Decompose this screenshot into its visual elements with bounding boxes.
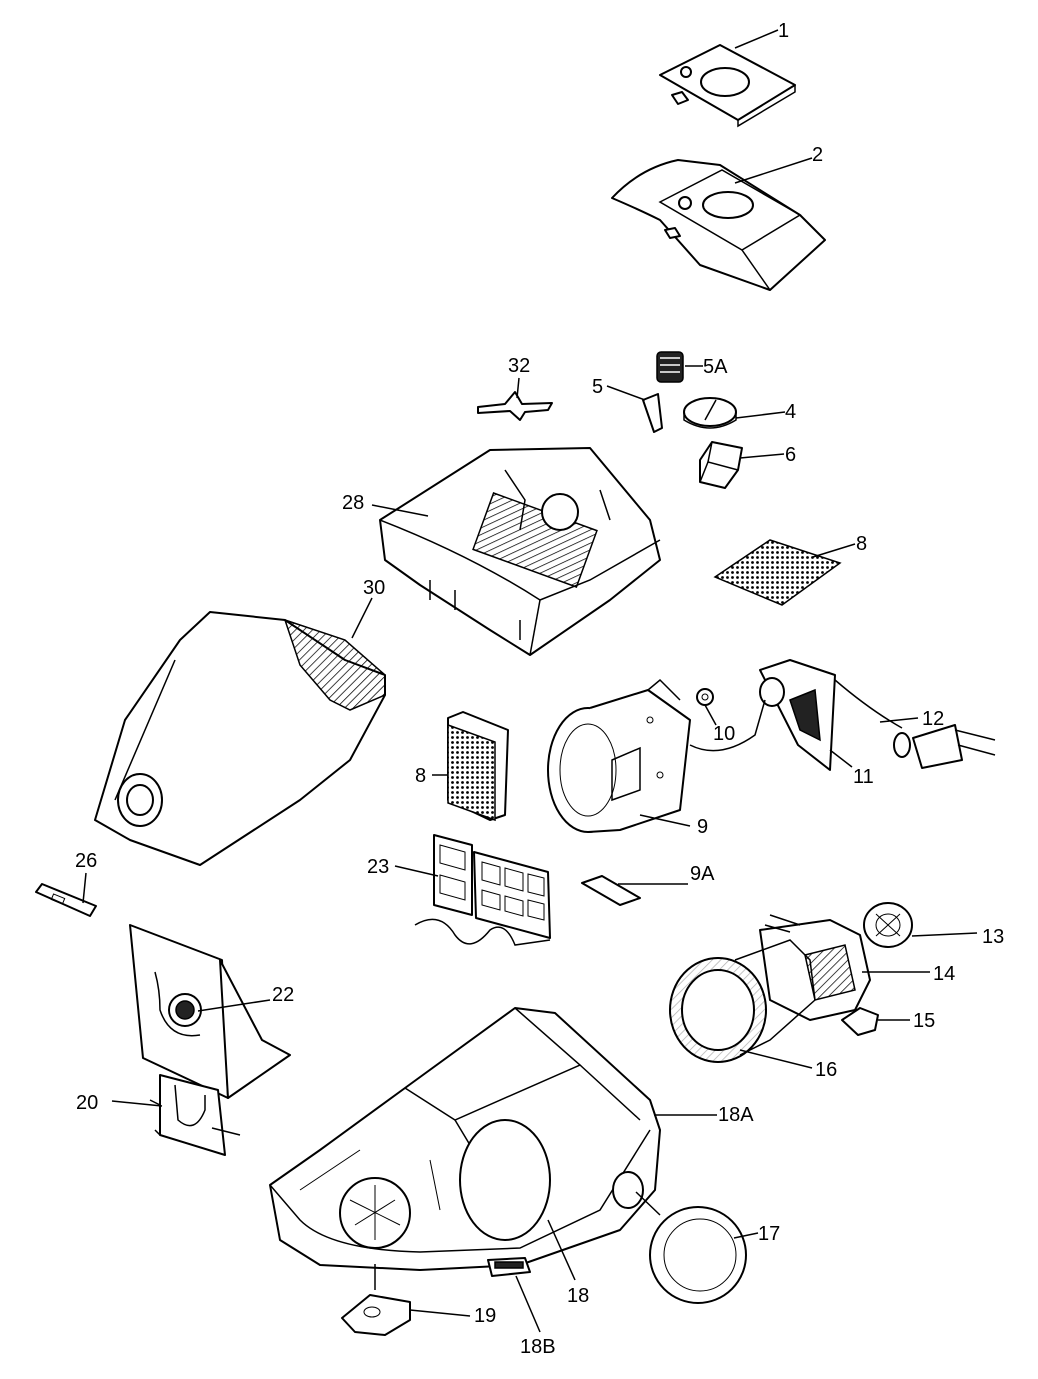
label-11: 11 bbox=[853, 766, 874, 788]
part-8-filter-pad bbox=[447, 711, 509, 822]
part-9-cable-reel bbox=[547, 678, 766, 833]
label-2: 2 bbox=[812, 144, 823, 166]
part-14-motor bbox=[759, 914, 871, 1021]
label-1: 1 bbox=[778, 20, 789, 42]
part-16-motor-cover bbox=[669, 939, 816, 1063]
label-28: 28 bbox=[342, 492, 364, 514]
part-19-latch bbox=[341, 1264, 411, 1336]
label-18a: 18A bbox=[718, 1104, 754, 1126]
part-5-clip bbox=[642, 393, 663, 433]
part-32-clip bbox=[477, 391, 553, 421]
label-14: 14 bbox=[933, 963, 955, 985]
part-1-cover bbox=[659, 44, 796, 128]
part-30-lid bbox=[94, 611, 386, 866]
label-18b: 18B bbox=[520, 1336, 556, 1358]
part-15-connector bbox=[841, 1007, 879, 1036]
label-4: 4 bbox=[785, 401, 796, 423]
label-5: 5 bbox=[592, 376, 603, 398]
part-20-bag-holder bbox=[149, 1074, 241, 1156]
part-6-button bbox=[699, 441, 743, 489]
label-15: 15 bbox=[913, 1010, 935, 1032]
part-18-chassis bbox=[269, 1007, 661, 1271]
part-5a-spring bbox=[656, 351, 684, 383]
label-26: 26 bbox=[75, 850, 97, 872]
label-13: 13 bbox=[982, 926, 1004, 948]
label-9: 9 bbox=[697, 816, 708, 838]
part-11-switch bbox=[759, 659, 836, 771]
label-16: 16 bbox=[815, 1059, 837, 1081]
label-18: 18 bbox=[567, 1285, 589, 1307]
label-17: 17 bbox=[758, 1223, 780, 1245]
part-13-fan bbox=[863, 902, 913, 948]
part-8-filter-mesh bbox=[713, 539, 842, 606]
label-23: 23 bbox=[367, 856, 389, 878]
label-19: 19 bbox=[474, 1305, 496, 1327]
label-32: 32 bbox=[508, 355, 530, 377]
label-6: 6 bbox=[785, 444, 796, 466]
part-28-upper-housing bbox=[379, 447, 661, 656]
part-10-nut bbox=[696, 688, 714, 706]
part-9a-slider bbox=[581, 875, 641, 906]
label-22: 22 bbox=[272, 984, 294, 1006]
label-12: 12 bbox=[922, 708, 944, 730]
part-18b-pedal bbox=[487, 1257, 531, 1277]
label-5a: 5A bbox=[703, 356, 728, 378]
part-4-knob bbox=[683, 397, 737, 429]
part-22-dust-bag bbox=[129, 924, 291, 1099]
label-30: 30 bbox=[363, 577, 385, 599]
part-23-filter-frame bbox=[414, 834, 551, 946]
part-12-cable-plug bbox=[834, 679, 996, 769]
part-2-top-panel bbox=[611, 159, 826, 291]
label-8-mid: 8 bbox=[415, 765, 426, 787]
label-8-top: 8 bbox=[856, 533, 867, 555]
label-20: 20 bbox=[76, 1092, 98, 1114]
part-26-tube bbox=[35, 883, 97, 917]
label-9a: 9A bbox=[690, 863, 715, 885]
label-10: 10 bbox=[713, 723, 735, 745]
part-17-wheel bbox=[635, 1191, 747, 1304]
